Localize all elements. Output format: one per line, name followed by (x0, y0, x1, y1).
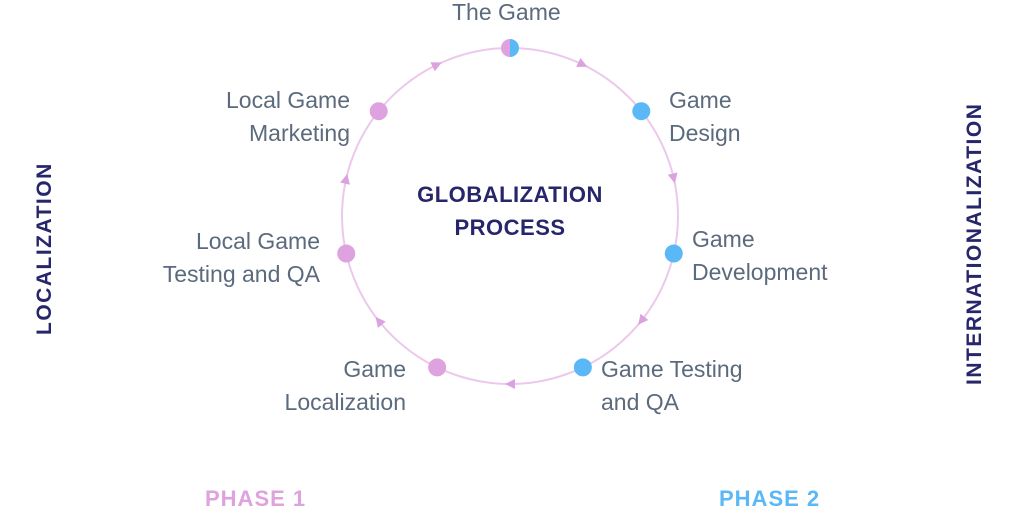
cycle-arrowhead (576, 57, 588, 67)
cycle-arrows (340, 57, 678, 389)
center-title: GLOBALIZATION PROCESS (417, 182, 603, 240)
cycle-arrowhead (638, 313, 649, 325)
node-label-the-game: The Game (452, 0, 561, 25)
node-dot-the-game (501, 39, 519, 57)
cycle-arrowhead (667, 172, 678, 184)
phase-2-label: PHASE 2 (719, 486, 821, 511)
node-label-game-development: Game Development (692, 226, 828, 285)
node-label-game-testing-qa: Game Testing and QA (601, 356, 743, 415)
node-label-local-game-marketing: Local Game Marketing (225, 87, 350, 146)
cycle-arrowhead (505, 379, 515, 389)
node-label-local-game-testing-qa: Local Game Testing and QA (162, 228, 320, 287)
node-label-game-design: Game Design (669, 87, 741, 146)
node-dot-game-design (632, 102, 651, 121)
localization-side-label: LOCALIZATION (33, 162, 56, 335)
internationalization-side-label: INTERNATIONALIZATION (963, 102, 986, 385)
phase-1-label: PHASE 1 (205, 486, 307, 511)
node-dot-game-development (664, 244, 683, 263)
cycle-arrowhead (340, 173, 350, 185)
node-label-game-localization: Game Localization (284, 356, 406, 415)
cycle-arrowhead (375, 316, 386, 328)
cycle-nodes (337, 39, 683, 377)
cycle-arrowhead (430, 62, 442, 72)
node-dot-local-game-testing-qa (337, 244, 356, 263)
node-dot-game-testing-qa (573, 358, 592, 377)
node-dot-local-game-marketing (369, 102, 388, 121)
node-dot-game-localization (428, 358, 447, 377)
